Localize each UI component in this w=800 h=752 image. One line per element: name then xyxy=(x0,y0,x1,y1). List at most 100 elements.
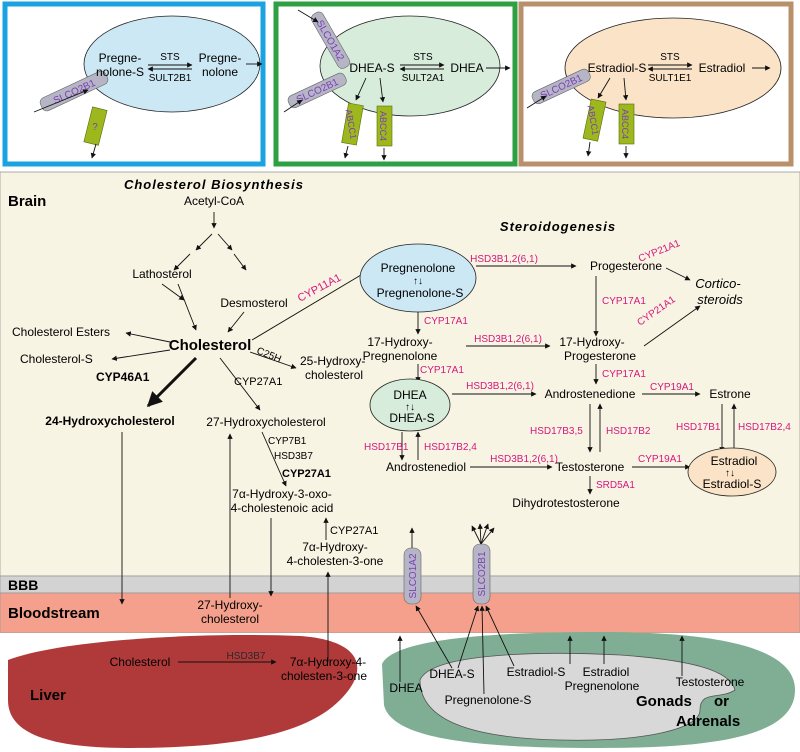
arrow-lathosterol-to-chol xyxy=(177,283,197,331)
panel-3-enzyme-bottom: SULT1E1 xyxy=(649,73,692,84)
panel-2-enzyme-top: STS xyxy=(413,52,433,63)
liver-shape xyxy=(8,635,358,748)
estrone: Estrone xyxy=(709,387,751,401)
arrow-to-desmosterol xyxy=(233,253,247,271)
cyp17a1-enzyme-4: CYP17A1 xyxy=(602,369,646,380)
slco2b1-label: SLCO2B1 xyxy=(477,551,488,596)
arrow-chol-to-chol-s xyxy=(111,349,171,361)
panel-3-arrow-to-efflux2 xyxy=(622,77,629,101)
arrow-slco2b1-up-1 xyxy=(471,525,482,545)
panel-2-efflux1-out xyxy=(343,145,349,159)
estradiol-cell xyxy=(687,447,777,497)
panel-3-influx-arrow xyxy=(526,95,547,109)
androstenediol: Androstenediol xyxy=(386,460,466,474)
arrow-estr-s-to-slco2b1 xyxy=(485,605,515,667)
slco1a2-label: SLCO1A2 xyxy=(408,553,419,598)
panel-2-enzyme-bottom: SULT2A1 xyxy=(402,73,445,84)
dihydrotestosterone: Dihydrotestosterone xyxy=(512,496,620,510)
panel-3-efflux1 xyxy=(582,98,607,142)
progesterone: Progesterone xyxy=(590,259,662,273)
arrow-slco2b1-up-2 xyxy=(477,523,483,545)
gonad-estradiol-s: Estradiol-S xyxy=(507,665,566,679)
panel-3-arrow-to-efflux1 xyxy=(597,77,611,99)
arrow-slco2b1-up-4 xyxy=(480,527,495,545)
panel-1-substrate: Pregne-nolone-S xyxy=(96,51,144,79)
arrow-fork-left xyxy=(195,233,213,251)
arrow-ohprog-to-cortico xyxy=(643,305,701,347)
androstenedione: Androstenedione xyxy=(545,387,636,401)
hydroxy-oxo-cholestenoic-acid: 7α-Hydroxy-3-oxo-4-cholestenoic acid xyxy=(231,487,334,515)
arrow-slco2b1-up-3 xyxy=(480,523,489,545)
panel-3-enzyme-top: STS xyxy=(660,52,680,63)
hsd17b35-enzyme: HSD17B3,5 xyxy=(530,426,583,437)
liver-label: Liver xyxy=(30,687,66,704)
panel-2-side-influx-arrow xyxy=(283,99,303,113)
dhea-interconvert: ↑↓ xyxy=(405,402,415,413)
dhea-cell xyxy=(369,378,451,432)
panel-2-arrow-to-efflux1 xyxy=(355,77,367,101)
cyp27a1-enzyme-1: CYP27A1 xyxy=(234,376,282,388)
hydroxycholesterol-24: 24-Hydroxycholesterol xyxy=(45,414,174,428)
arrow-dhea-s-to-slco1a2 xyxy=(415,605,453,669)
arrow-to-lathosterol xyxy=(173,253,191,271)
panel-3-efflux1-out xyxy=(586,141,592,157)
hsd3b-enzyme-3: HSD3B1,2(6,1) xyxy=(466,381,534,392)
pregnenolone-s: Pregnenolone-S xyxy=(377,286,464,300)
arrow-27hc-to-oxo xyxy=(261,431,287,487)
hsd17b24-enzyme-1: HSD17B2,4 xyxy=(424,442,477,453)
hsd3b7-enzyme: HSD3B7 xyxy=(274,451,313,462)
panel-2-cell xyxy=(319,15,501,117)
cyp7b1-enzyme: CYP7B1 xyxy=(268,436,307,447)
panel-2-efflux2 xyxy=(376,105,393,147)
cholesterol: Cholesterol xyxy=(169,337,252,354)
hydroxycholesterol-25: 25-Hydroxy-cholesterol xyxy=(300,354,365,382)
panel-1-enzyme-top: STS xyxy=(160,52,180,63)
gonad-pregnenolone-s: Pregnenolone-S xyxy=(445,693,532,707)
hsd17b24-enzyme-2: HSD17B2,4 xyxy=(738,422,791,433)
gonad-inner-shape xyxy=(419,652,736,741)
pregnenolone: Pregnenolone xyxy=(381,261,456,275)
liver-cholesterol: Cholesterol xyxy=(110,655,171,669)
panel-1-efflux-arrow xyxy=(90,143,97,159)
cyp17a1-enzyme-3: CYP17A1 xyxy=(420,365,464,376)
brain-region xyxy=(0,171,800,577)
panel-2-top-transporter xyxy=(310,11,351,69)
panel-3-cell xyxy=(564,17,782,119)
gonad-estradiol: Estradiol xyxy=(583,665,630,679)
bloodstream-band xyxy=(0,592,800,634)
corticosteroids: Cortico-steroids xyxy=(695,276,743,307)
cyp19a1-enzyme-2: CYP19A1 xyxy=(638,454,682,465)
bbb-band xyxy=(0,575,800,594)
desmosterol: Desmosterol xyxy=(220,296,287,310)
arrow-chol-to-preg xyxy=(251,271,367,341)
hydroxy-cholesten-one: 7α-Hydroxy-4-cholesten-3-one xyxy=(287,540,384,568)
testosterone: Testosterone xyxy=(556,460,625,474)
panel-1-product: Pregne-nolone xyxy=(199,51,242,79)
cyp27a1-enzyme-3: CYP27A1 xyxy=(330,525,378,537)
hsd17b1-enzyme-2: HSD17B1 xyxy=(676,422,721,433)
panel-2-efflux2-label: ABCC4 xyxy=(378,111,388,141)
arrow-prog-to-cortico xyxy=(665,267,691,281)
hydroxycholesterol-27: 27-Hydroxycholesterol xyxy=(206,415,325,429)
cyp27a1-enzyme-2: CYP27A1 xyxy=(282,468,331,480)
panel-2-product: DHEA xyxy=(450,61,483,75)
estradiol-s: Estradiol-S xyxy=(703,477,762,491)
liver-hsd3b7: HSD3B7 xyxy=(227,651,266,662)
arrow-fork-right xyxy=(217,233,233,251)
arrow-preg-s-to-slco2b1 xyxy=(479,605,485,695)
panel-1-unknown-transporter xyxy=(83,106,108,146)
panel-2-side-transporter xyxy=(287,72,347,109)
steroidogenesis-title: Steroidogenesis xyxy=(500,219,616,234)
hydroxy-pregnenolone: 17-Hydroxy-Pregnenolone xyxy=(363,335,438,363)
panel-1-enzyme-bottom: SULT2B1 xyxy=(149,73,192,84)
panel-1-frame xyxy=(2,1,266,167)
arrow-lathosterol-down xyxy=(161,283,185,301)
cyp46a1-enzyme: CYP46A1 xyxy=(96,370,150,384)
srd5a1-enzyme: SRD5A1 xyxy=(596,480,635,491)
gonad-pregnenolone: Pregnenolone xyxy=(565,679,640,693)
preg-interconvert: ↑↓ xyxy=(413,276,423,287)
panel-3-product: Estradiol xyxy=(699,61,746,75)
gonad-dhea-s: DHEA-S xyxy=(429,667,474,681)
panel-3-transporter xyxy=(531,68,591,105)
